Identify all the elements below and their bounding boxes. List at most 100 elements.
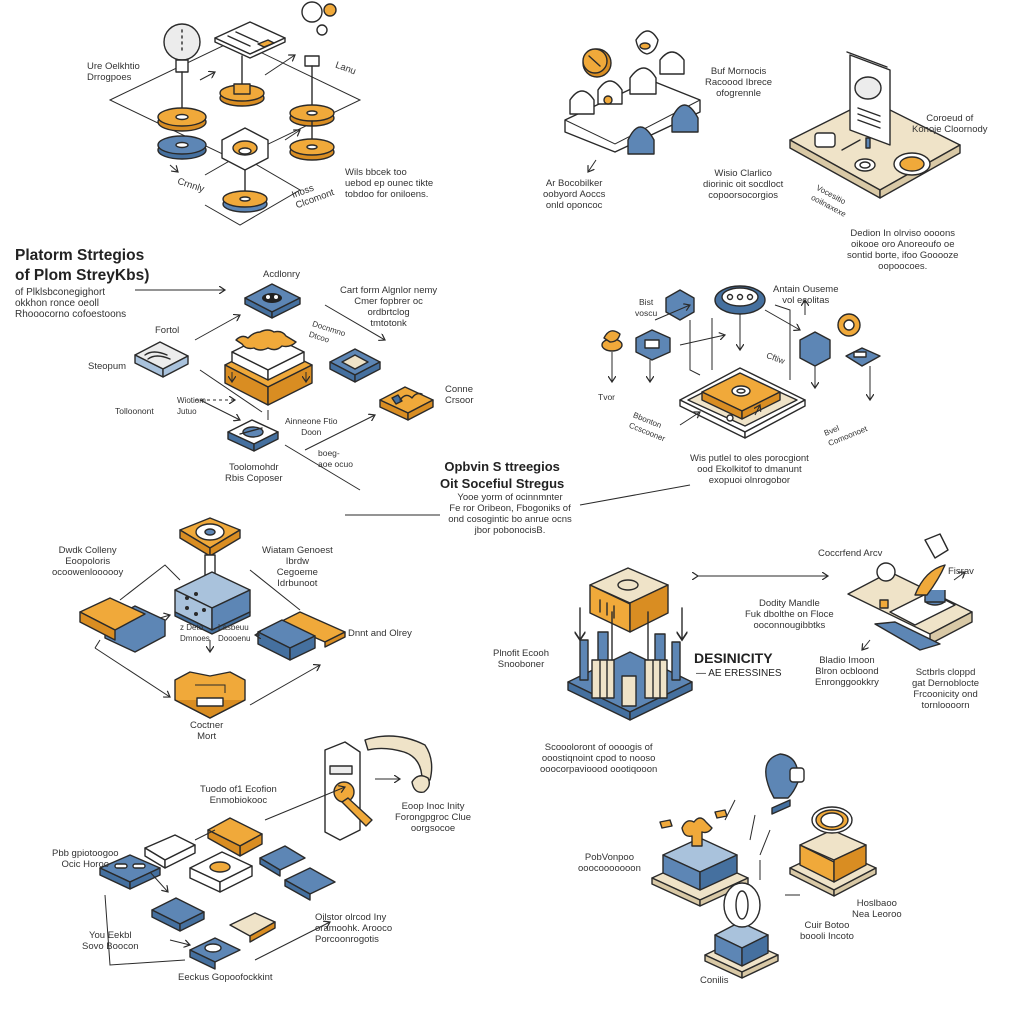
label-middle-right-7: Wis putlel to oles porocgiont ood Ekolki…: [690, 453, 809, 486]
top-right-board-cluster: [789, 51, 961, 199]
label-line: boeg-: [318, 448, 340, 458]
main-title-line-2: of Plom StreyKbs): [15, 267, 150, 284]
label-line: boooli Incoto: [800, 931, 854, 942]
label-line: Eeckus Gopoofockkint: [178, 972, 273, 983]
label-line: oramoohk. Arooco: [315, 923, 393, 934]
bottom-left-tiles-cluster: [99, 735, 433, 970]
document-icon: [214, 21, 286, 107]
label-center-left-2: Wiatam Genoest Ibrdw Cegoeme Idrbunoot: [262, 545, 333, 589]
label-top-right-4: Coroeud of Konoje Cloornody: [912, 113, 988, 135]
label-line: Ainneone Ftio: [285, 416, 338, 426]
label-line: Coroeud of: [926, 113, 974, 124]
label-line: Drrogpoes: [87, 72, 132, 83]
label-top-left-3: Wils bbcek too uebod ep ounec tikte tobd…: [345, 167, 433, 200]
label-line: Tolloonont: [115, 406, 154, 416]
label-center-right-4: Plnofit Ecooh Snooboner: [493, 648, 549, 670]
label-line: Tuodo of1 Ecofion: [200, 784, 277, 795]
label-line: tobdoo for oniloens.: [345, 189, 429, 200]
label-line: Dodity Mandle: [759, 598, 820, 609]
label-middle-left-6: Wiotiom Jutuo: [177, 395, 206, 417]
label-line: You Eekbl: [89, 930, 132, 941]
label-middle-left-11: Toolomohdr Rbis Coposer: [225, 462, 283, 484]
center-body-line: jbor pobonocisB.: [474, 525, 546, 536]
main-title-line-1: Platorm Strtegios: [15, 247, 145, 264]
label-bottom-right-3: Hoslbaoo Nea Leoroo: [852, 898, 902, 920]
label-line: Dnnt and Olrey: [348, 628, 412, 639]
center-left-machine-cluster: [79, 517, 346, 719]
label-middle-left-8: Ainneone Ftio Doon: [285, 416, 337, 438]
label-line: Wiotiom: [177, 396, 206, 405]
label-line: ofogrennle: [716, 88, 761, 99]
label-bottom-left-3: Pbb gpiotoogoo Ocic Horoo: [52, 848, 119, 870]
label-line: ooostiqnoint cpod to nooso: [541, 753, 656, 764]
label-line: Fuk dbolthe on Floce: [745, 609, 834, 620]
label-line: Plnofit Ecooh: [493, 648, 549, 659]
label-line: Cart form Algnlor nemy: [340, 285, 438, 296]
label-center-left-1: Dwdk Colleny Eoopoloris ocoowenloooooy: [52, 545, 123, 578]
label-line: Forongpgroc Clue: [395, 812, 472, 823]
label-line: Nea Leoroo: [852, 909, 902, 920]
label-top-left-1: Ure Oelkhtio Drrogpoes: [87, 61, 140, 83]
label-line: Rbis Coposer: [225, 473, 283, 484]
label-center-right-3: Dodity Mandle Fuk dbolthe on Floce oocon…: [745, 598, 834, 631]
label-middle-left-4: Steopum: [88, 361, 126, 372]
label-bottom-left-2: Eoop Inoc Inity Forongpgroc Clue oorgsoc…: [395, 801, 471, 834]
label-center-right-1: Coccrfend Arcv: [818, 548, 882, 559]
label-line: Conilis: [700, 975, 729, 986]
center-title: Opbvin S ttreegios Oit Socefiul Stregus: [440, 458, 564, 492]
label-line: Lasbeuu: [218, 623, 249, 632]
main-subtitle-line: of Plklsbconegighort: [15, 287, 106, 298]
label-center-left-4: Lasbeuu Doooenu: [218, 622, 250, 644]
center-right-city-cluster: [567, 533, 973, 721]
label-line: z Deto: [180, 623, 204, 632]
label-line: Coccrfend Arcv: [818, 548, 883, 559]
label-line: Hoslbaoo: [856, 898, 897, 909]
label-line: Coctner: [190, 720, 224, 731]
main-subtitle: of Plklsbconegighort okkhon ronce oeoll …: [15, 287, 126, 320]
label-line: Dedion In olrviso oooons: [850, 228, 955, 239]
label-line: Toolomohdr: [228, 462, 279, 473]
label-bottom-left-6: Eeckus Gopoofockkint: [178, 972, 273, 983]
center-title-line-2: Oit Socefiul Stregus: [440, 476, 565, 491]
label-line: Wiatam Genoest: [262, 545, 333, 556]
center-body-line: ond cosogintic bo anrue ocns: [448, 514, 572, 525]
label-line: Cegoeme: [276, 567, 318, 578]
label-line: diorinic oit socdloct: [703, 179, 784, 190]
label-line: Cuir Botoo: [804, 920, 850, 931]
label-line: Eoop Inoc Inity: [401, 801, 465, 812]
label-line: Bist: [639, 297, 654, 307]
label-middle-left-3: Fortol: [155, 325, 179, 336]
label-bottom-right-4: Cuir Botoo boooli Incoto: [800, 920, 854, 942]
label-line: copoorsocorgios: [708, 190, 778, 201]
badge-subtitle: — AE ERESSINES: [696, 668, 782, 679]
label-line: PobVonpoo: [584, 852, 634, 863]
label-bottom-left-5: You Eekbl Sovo Boocon: [82, 930, 139, 952]
label-line: Sovo Boocon: [82, 941, 139, 952]
label-line: Scoooloront of oooogis of: [544, 742, 653, 753]
label-line: Wisio Clarlico: [714, 168, 772, 179]
label-line: Dwdk Colleny: [58, 545, 117, 556]
label-line: Ar Bocobilker: [545, 178, 603, 189]
main-title: Platorm Strtegios of Plom StreyKbs): [15, 246, 149, 286]
label-top-right-6: Dedion In olrviso oooons oikooe oro Anor…: [847, 228, 958, 272]
label-center-right-5: Bladio Imoon Blron ocbloond Enronggookkr…: [815, 655, 879, 688]
label-line: ooconnougibbtks: [753, 620, 826, 631]
label-bottom-right-2: PobVonpoo ooocooooooon: [578, 852, 641, 874]
label-line: ocoowenloooooy: [52, 567, 124, 578]
badge-subtitle-text: AE ERESSINES: [708, 668, 782, 679]
label-line: Racoood Ibrece: [705, 77, 773, 88]
label-line: Oilstor olrcod Iny: [315, 912, 387, 923]
label-line: oobyord Aoccs: [543, 189, 606, 200]
main-subtitle-line: okkhon ronce oeoll: [15, 298, 99, 309]
lightbulb-icon: [157, 23, 207, 160]
label-middle-right-3: Tvor: [598, 392, 615, 403]
label-line: Cmer fopbrer oc: [354, 296, 423, 307]
label-line: Ibrdw: [285, 556, 309, 567]
label-line: Doon: [301, 427, 322, 437]
label-center-right-2: Fisrav: [948, 566, 974, 577]
label-middle-right-2: Bist voscu: [635, 297, 657, 319]
label-line: oorgsocoe: [410, 823, 456, 834]
center-body: Yooe yorm of ocinnmnter Fe ror Oribeon, …: [440, 492, 580, 536]
center-title-line-1: Opbvin S ttreegios: [444, 459, 560, 474]
label-line: Acdlonry: [263, 269, 300, 280]
